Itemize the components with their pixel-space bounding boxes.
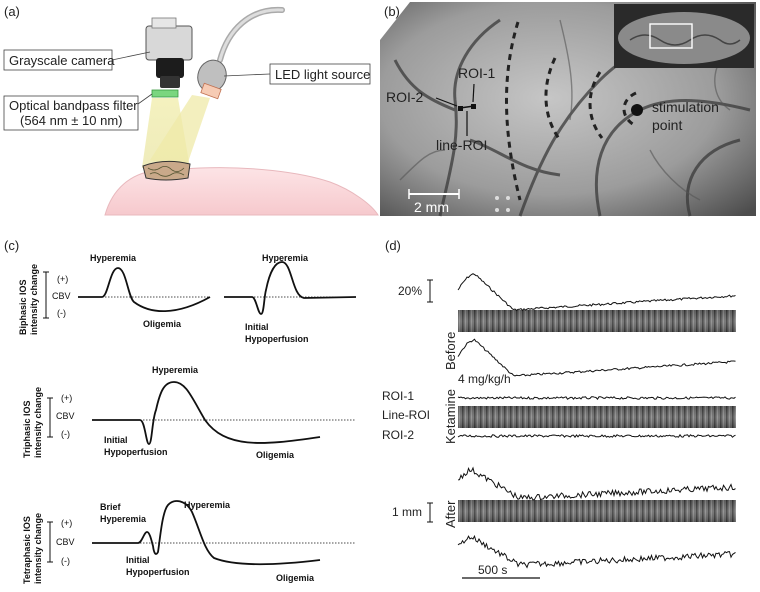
svg-text:Hyperemia: Hyperemia <box>100 514 147 524</box>
roi2-row-label: ROI-2 <box>382 428 414 442</box>
trace-ketamine-roi1 <box>457 396 736 401</box>
tetraphasic-curve <box>92 500 321 566</box>
svg-text:Brief: Brief <box>100 502 122 512</box>
line-roi-marker <box>459 105 475 109</box>
time-scale-label: 500 s <box>478 563 507 577</box>
after-label: After <box>443 500 458 528</box>
wave-front-2 <box>544 57 562 141</box>
svg-text:CBV: CBV <box>56 537 75 547</box>
led-beam <box>150 95 210 168</box>
panel-c-label: (c) <box>4 238 19 253</box>
panel-b: stimulation point ROI-1 ROI-2 line-ROI 2… <box>380 2 756 217</box>
svg-text:CBV: CBV <box>52 291 71 301</box>
svg-text:intensity change: intensity change <box>33 387 43 458</box>
brain-window <box>142 160 191 181</box>
stimulation-point <box>631 104 643 116</box>
bandpass-filter <box>151 89 179 98</box>
wave-front-1 <box>505 21 522 201</box>
wave-front-4 <box>622 91 637 128</box>
filter-label-box <box>3 95 139 131</box>
svg-text:(+): (+) <box>61 518 72 528</box>
svg-text:CBV: CBV <box>56 411 75 421</box>
camera-label: Grayscale camera <box>9 53 115 68</box>
svg-text:Hyperemia: Hyperemia <box>262 253 309 263</box>
svg-text:intensity change: intensity change <box>33 513 43 584</box>
triphasic-plot: Triphasic IOS intensity change (+) CBV (… <box>22 365 356 460</box>
led-lamp-icon <box>197 6 285 100</box>
svg-text:Hyperemia: Hyperemia <box>152 365 199 375</box>
biphasic-plot: Biphasic IOS intensity change (+) CBV (-… <box>18 253 357 344</box>
roi-2-label: ROI-2 <box>386 89 424 105</box>
scale-percent: 20% <box>398 284 422 298</box>
svg-text:Hypoperfusion: Hypoperfusion <box>126 567 190 577</box>
svg-text:Hypoperfusion: Hypoperfusion <box>245 334 309 344</box>
trace-before-bottom <box>457 338 736 377</box>
filter-label-2: (564 nm ± 10 nm) <box>20 113 123 128</box>
panel-a-label: (a) <box>4 4 20 19</box>
roi1-row-label: ROI-1 <box>382 389 414 403</box>
scale-mm: 1 mm <box>392 505 422 519</box>
svg-text:intensity change: intensity change <box>29 264 39 335</box>
svg-text:Initial: Initial <box>104 435 128 445</box>
svg-text:Biphasic IOS: Biphasic IOS <box>18 279 28 335</box>
filter-label-1: Optical bandpass filter <box>9 98 138 113</box>
panel-d-label: (d) <box>385 238 401 253</box>
svg-text:(+): (+) <box>57 274 68 284</box>
svg-text:(-): (-) <box>61 429 70 439</box>
svg-text:Oligemia: Oligemia <box>276 573 315 583</box>
scale-bar-label: 2 mm <box>414 199 449 215</box>
svg-text:Tetraphasic IOS: Tetraphasic IOS <box>22 516 32 584</box>
stimulation-label-2: point <box>652 117 682 133</box>
biphasic-curve-2 <box>224 261 357 315</box>
panel-b-label: (b) <box>384 4 400 19</box>
biphasic-curve-1 <box>78 267 211 313</box>
trace-ketamine-roi2 <box>457 433 736 439</box>
svg-text:Oligemia: Oligemia <box>143 319 182 329</box>
stimulation-label-1: stimulation <box>652 99 719 115</box>
lineroi-row-label: Line-ROI <box>382 408 430 422</box>
svg-text:Triphasic IOS: Triphasic IOS <box>22 400 32 458</box>
panel-d: (d) 20% Before Ketamine After 4 mg/kg/h … <box>382 238 736 579</box>
inset-overview <box>614 4 754 68</box>
before-label: Before <box>443 332 458 370</box>
trace-after-top <box>457 466 736 501</box>
trace-before-top <box>457 273 736 312</box>
panel-c: (c) Biphasic IOS intensity change (+) CB… <box>4 238 357 584</box>
svg-text:Initial: Initial <box>126 555 150 565</box>
led-label: LED light source <box>275 67 370 82</box>
tetraphasic-plot: Tetraphasic IOS intensity change (+) CBV… <box>22 500 356 584</box>
ketamine-label: Ketamine <box>443 389 458 444</box>
svg-text:Hypoperfusion: Hypoperfusion <box>104 447 168 457</box>
svg-text:Hyperemia: Hyperemia <box>90 253 137 263</box>
svg-text:Initial: Initial <box>245 322 269 332</box>
wave-front-3 <box>588 71 604 139</box>
svg-text:Oligemia: Oligemia <box>256 450 295 460</box>
svg-text:(-): (-) <box>57 308 66 318</box>
svg-text:(-): (-) <box>61 556 70 566</box>
svg-text:(+): (+) <box>61 393 72 403</box>
panel-a: (a) Grayscale camera LED light <box>3 4 379 216</box>
dose-label: 4 mg/kg/h <box>458 372 511 386</box>
roi-1-label: ROI-1 <box>458 65 496 81</box>
camera-icon <box>145 17 193 88</box>
svg-text:Hyperemia: Hyperemia <box>184 500 231 510</box>
triphasic-curve <box>92 381 321 445</box>
trace-after-bottom <box>457 534 736 569</box>
line-roi-label: line-ROI <box>436 137 487 153</box>
